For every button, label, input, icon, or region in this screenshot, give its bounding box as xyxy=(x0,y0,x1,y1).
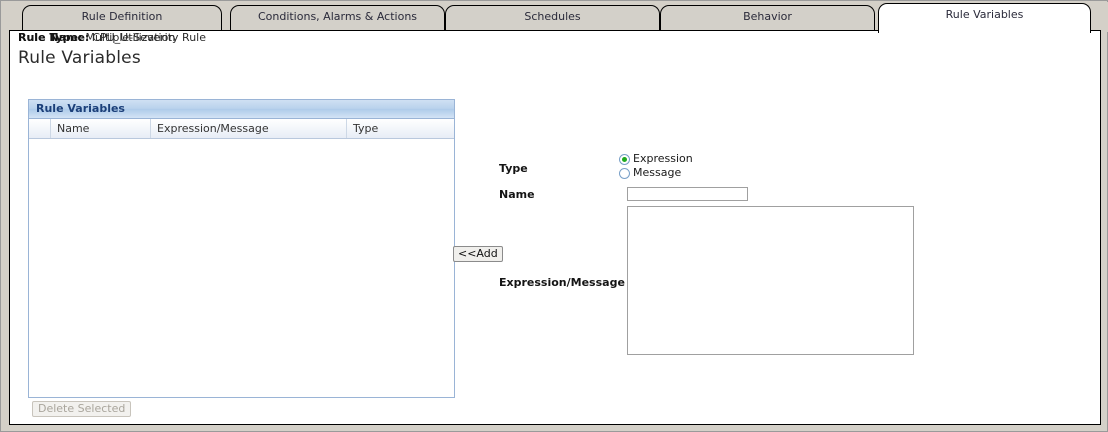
rule-name-value: CPU_Utilization xyxy=(92,31,176,44)
tab-rule-definition[interactable]: Rule Definition xyxy=(22,5,222,32)
rule-name-row: Rule Name:CPU_Utilization xyxy=(18,31,175,44)
type-label: Type xyxy=(499,162,528,175)
page-title: Rule Variables xyxy=(18,48,141,69)
active-tab-join xyxy=(880,29,1088,32)
rule-type-label: Rule Type: xyxy=(18,31,83,44)
grid-column-select xyxy=(29,119,51,138)
radio-option-message[interactable]: Message xyxy=(619,167,681,179)
tab-schedules[interactable]: Schedules xyxy=(445,5,660,32)
grid-caption: Rule Variables xyxy=(29,100,454,119)
radio-message-label: Message xyxy=(633,166,682,179)
grid-column-type[interactable]: Type xyxy=(353,122,379,135)
radio-expression-icon[interactable] xyxy=(619,153,630,165)
add-button[interactable]: <<Add xyxy=(453,246,503,262)
grid-column-expression-message[interactable]: Expression/Message xyxy=(151,119,347,138)
radio-expression-label: Expression xyxy=(633,152,693,165)
rule-type-value: Multiple-Severity Rule xyxy=(85,31,207,44)
tab-conditions-alarms-actions[interactable]: Conditions, Alarms & Actions xyxy=(230,5,445,32)
tab-bar: Rule Definition Conditions, Alarms & Act… xyxy=(2,2,1108,33)
name-input[interactable] xyxy=(627,187,748,201)
expression-message-textarea[interactable] xyxy=(627,206,914,355)
radio-option-expression[interactable]: Expression xyxy=(619,153,693,165)
grid-header-row: Name Expression/Message Type xyxy=(29,119,454,139)
rule-name-label: Rule Name: xyxy=(18,31,90,44)
tab-label: Conditions, Alarms & Actions xyxy=(257,10,418,23)
expression-message-label: Expression/Message xyxy=(499,276,625,289)
tab-rule-variables[interactable]: Rule Variables xyxy=(878,3,1091,33)
radio-message-icon[interactable] xyxy=(619,167,630,179)
grid-column-name[interactable]: Name xyxy=(51,119,151,138)
rule-variables-grid: Rule Variables Name Expression/Message T… xyxy=(28,99,455,398)
tab-label: Rule Definition xyxy=(81,10,163,23)
tab-label: Behavior xyxy=(743,10,792,23)
rule-type-row: Rule Type:Multiple-Severity Rule xyxy=(18,31,206,44)
tab-label: Rule Variables xyxy=(945,8,1024,21)
tab-label: Schedules xyxy=(524,10,581,23)
delete-selected-button[interactable]: Delete Selected xyxy=(32,401,132,417)
grid-body-empty xyxy=(29,139,454,396)
tab-content-panel: Rule Variables Rule Name:CPU_Utilization… xyxy=(9,30,1101,425)
name-label: Name xyxy=(499,188,535,201)
tab-behavior[interactable]: Behavior xyxy=(660,5,875,32)
